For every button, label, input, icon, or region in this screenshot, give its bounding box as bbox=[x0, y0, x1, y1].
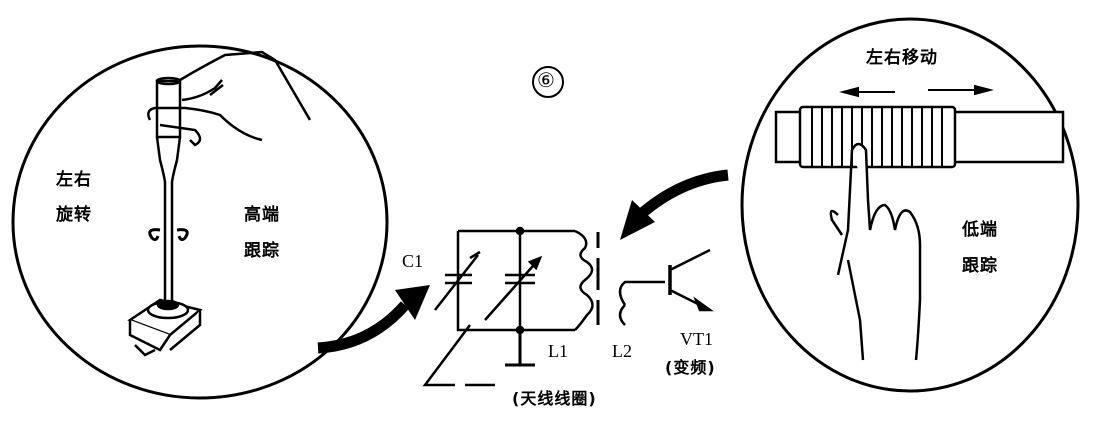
right-panel-caption-line2: 跟踪 bbox=[962, 256, 998, 276]
right-panel-caption-line1: 低端 bbox=[962, 220, 998, 240]
left-panel-title-line2: 旋转 bbox=[56, 205, 92, 225]
c1-label: C1 bbox=[402, 251, 424, 271]
left-panel-caption-line2: 跟踪 bbox=[244, 241, 280, 261]
right-panel-circle bbox=[740, 17, 1080, 393]
right-panel-title: 左右移动 bbox=[866, 48, 938, 68]
alignment-tool-icon bbox=[148, 76, 189, 305]
curved-arrow-left-icon bbox=[317, 285, 430, 354]
vt1-label: VT1 bbox=[680, 329, 713, 349]
figure-number-badge: ⑥ bbox=[537, 68, 555, 92]
left-panel-circle bbox=[11, 44, 389, 400]
pointing-hand-icon bbox=[829, 142, 922, 361]
antenna-coil-note: (天线线圈) bbox=[512, 389, 597, 408]
left-panel-title-line1: 左右 bbox=[56, 170, 92, 190]
left-panel-caption-line1: 高端 bbox=[244, 205, 280, 225]
trimmer-capacitor-icon bbox=[127, 298, 203, 357]
curved-arrow-right-icon bbox=[620, 169, 729, 240]
left-right-arrows-icon bbox=[839, 84, 994, 98]
ferrite-rod-coil-icon bbox=[774, 105, 1065, 169]
circuit-diagram bbox=[422, 226, 714, 387]
l1-label: L1 bbox=[548, 341, 568, 361]
l2-label: L2 bbox=[612, 341, 632, 361]
vt1-note: (变频) bbox=[665, 358, 716, 377]
number-badge-circle bbox=[532, 66, 564, 98]
hand-icon bbox=[147, 50, 312, 147]
